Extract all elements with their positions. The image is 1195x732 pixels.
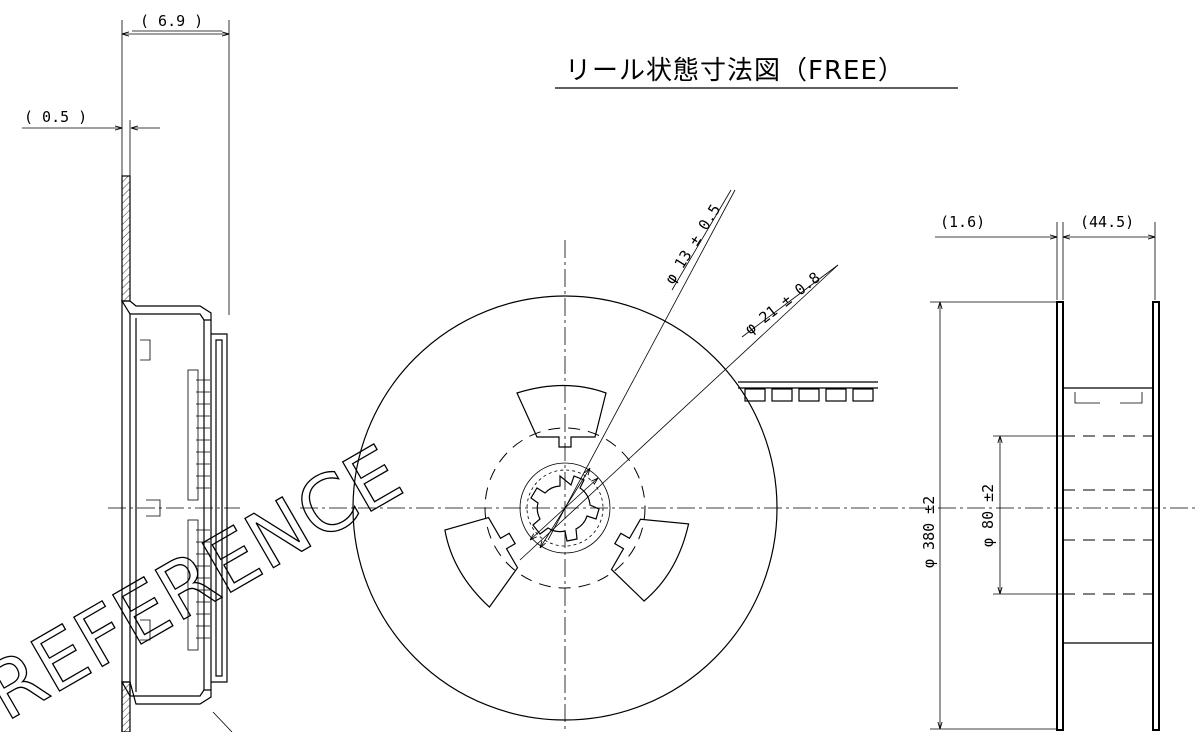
dim-hub-ring-label: φ 21 ± 0.8 xyxy=(741,268,823,338)
reference-watermark: REFERENCE xyxy=(0,429,417,732)
flange-right xyxy=(1152,301,1160,731)
window-top xyxy=(516,384,607,448)
drawing-title: リール状態寸法図（FREE） xyxy=(565,56,905,86)
pocket-teeth xyxy=(140,339,210,651)
window-lower-left xyxy=(444,516,519,608)
dim-overall-label: ( 6.9 ) xyxy=(140,12,203,30)
window-lower-right xyxy=(610,518,690,602)
dim-width-label: (44.5) xyxy=(1080,213,1134,231)
dim-outer-diameter-label: φ 380 ±2 xyxy=(920,496,938,568)
carrier-tape-stub xyxy=(738,381,878,402)
tape-side-section: ( 6.9 ) ( 0.5 ) xyxy=(22,12,240,732)
hub-keys xyxy=(530,474,600,542)
flange-left xyxy=(1056,301,1064,731)
dim-flange-label: ( 0.5 ) xyxy=(24,108,87,126)
dim-hub-diameter-label: φ 80 ±2 xyxy=(979,484,997,547)
dim-hub-hole-label: φ 13 ± 0.5 xyxy=(661,201,724,287)
dim-flange-thickness-label: (1.6) xyxy=(940,213,985,231)
reel-front-view: φ 13 ± 0.5 φ 21 ± 0.8 xyxy=(300,189,1195,732)
reel-edge-view: (1.6) (44.5) φ 380 ±2 φ 80 ±2 xyxy=(920,213,1160,731)
hub-hidden-circle xyxy=(484,427,646,589)
